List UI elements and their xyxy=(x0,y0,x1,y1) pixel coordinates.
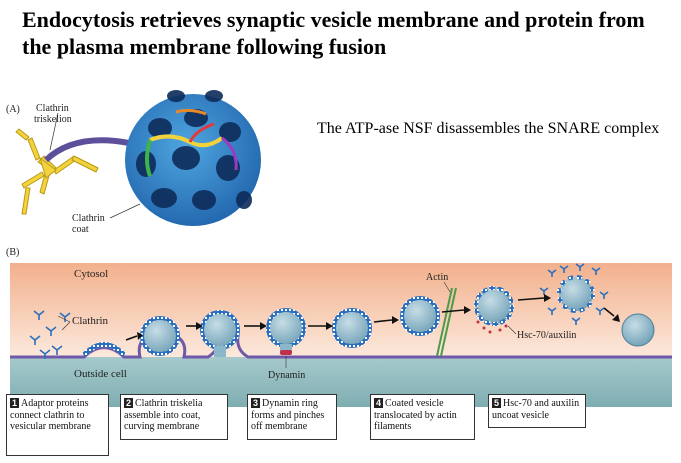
panel-a-label: (A) xyxy=(6,104,20,115)
dynamin-stage xyxy=(266,308,306,355)
dynamin-ring-icon xyxy=(280,350,292,355)
step-5-number: 5 xyxy=(492,398,501,408)
step-2-text: Clathrin triskelia assemble into coat, c… xyxy=(124,398,203,432)
clathrin-label: Clathrin xyxy=(72,315,109,327)
released-clathrin xyxy=(539,263,609,325)
step-4-text: Coated vesicle translocated by actin fil… xyxy=(374,398,457,432)
outside-cell-label: Outside cell xyxy=(74,368,127,380)
panel-a xyxy=(15,90,261,226)
coat-label-1: Clathrin xyxy=(72,213,105,224)
step-4-number: 4 xyxy=(374,398,383,408)
step-2-number: 2 xyxy=(124,398,133,408)
nsf-note: The ATP-ase NSF disassembles the SNARE c… xyxy=(317,120,660,137)
uncoated-vesicle xyxy=(621,313,655,347)
step-1-text: Adaptor proteins connect clathrin to ves… xyxy=(10,398,91,432)
step-3-number: 3 xyxy=(251,398,260,408)
coat-label-2: coat xyxy=(72,224,89,235)
cytosol-label: Cytosol xyxy=(74,268,109,280)
clathrin-coat-cage-icon xyxy=(125,90,261,226)
process-arrows xyxy=(125,294,620,341)
panel-b-label: (B) xyxy=(6,247,20,258)
step-5-text: Hsc-70 and auxilin uncoat vesicle xyxy=(492,398,580,421)
step-1-number: 1 xyxy=(10,398,19,408)
coated-vesicle xyxy=(332,308,372,348)
free-clathrin-icons xyxy=(29,310,71,359)
coated-bud-2 xyxy=(140,316,180,356)
actin-label: Actin xyxy=(426,272,449,283)
panel-b xyxy=(10,263,672,407)
page-title: Endocytosis retrieves synaptic vesicle m… xyxy=(22,7,645,59)
triskelion-label-1: Clathrin xyxy=(36,103,69,114)
coated-pit-1 xyxy=(82,342,126,357)
actin-filament-icon xyxy=(436,287,457,357)
step-3-text: Dynamin ring forms and pinches off membr… xyxy=(251,398,325,432)
coated-bud-3 xyxy=(200,310,240,357)
uncoating-vesicle xyxy=(474,286,514,334)
dynamin-label: Dynamin xyxy=(268,370,306,381)
coated-vesicle-actin xyxy=(400,296,440,336)
triskelion-label-2: triskelion xyxy=(34,114,72,125)
hsc-label: Hsc-70/auxilin xyxy=(517,330,577,341)
triskelion-icon xyxy=(15,128,99,215)
